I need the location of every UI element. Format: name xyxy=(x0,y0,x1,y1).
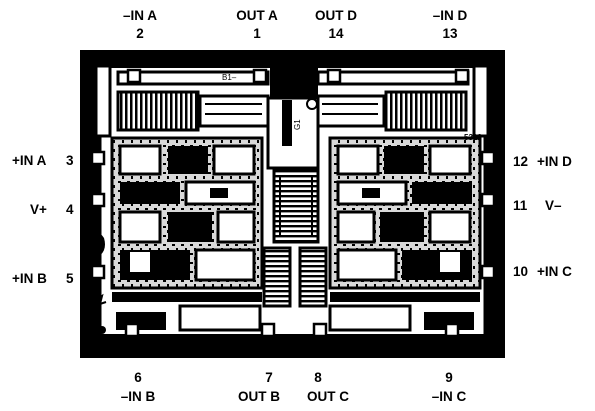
pin-11-name: V– xyxy=(545,198,562,213)
pin-10-name: +IN C xyxy=(537,264,572,279)
pin-11-number: 11 xyxy=(513,198,528,213)
lower-right-output-array xyxy=(298,246,328,308)
pin-14-number: 14 xyxy=(328,26,344,41)
pin-5-number: 5 xyxy=(66,271,74,286)
bond-pad-1 xyxy=(252,68,268,84)
edge-squiggle xyxy=(95,293,107,306)
bond-pad-2 xyxy=(126,68,142,84)
bond-pad-13 xyxy=(454,68,470,84)
pin-7-number: 7 xyxy=(265,370,273,385)
pin-14-name: OUT D xyxy=(315,8,357,23)
lower-left-output-array xyxy=(262,246,292,308)
edge-dot-right xyxy=(485,257,491,263)
pin-6-name: –IN B xyxy=(121,389,156,404)
bond-pad-6 xyxy=(124,322,140,338)
bond-pad-4 xyxy=(90,192,106,208)
bond-pad-14 xyxy=(326,68,342,84)
right-amplifier-cells xyxy=(328,136,482,290)
pin-13-name: –IN D xyxy=(433,8,468,23)
upper-right-transistor-array xyxy=(384,90,468,132)
bond-pad-12 xyxy=(480,150,496,166)
die-mark-5312: 5312 xyxy=(464,133,482,142)
center-output-block xyxy=(272,168,320,244)
bond-pad-10 xyxy=(480,264,496,280)
pin-12-name: +IN D xyxy=(537,154,572,169)
pin-10-number: 10 xyxy=(513,264,528,279)
pin-9-name: –IN C xyxy=(432,389,467,404)
upper-left-transistor-array xyxy=(116,90,200,132)
pin-4-number: 4 xyxy=(66,202,74,217)
die: B1– G1 5312 xyxy=(80,50,505,358)
bond-pad-7 xyxy=(260,322,276,338)
pin-8-name: OUT C xyxy=(307,389,349,404)
pin-1-number: 1 xyxy=(253,26,261,41)
die-mark-b1: B1– xyxy=(222,73,237,82)
pin-labels: –IN A 2 OUT A 1 OUT D 14 –IN D 13 +IN A … xyxy=(12,8,572,404)
pin-3-name: +IN A xyxy=(12,153,47,168)
pin-3-number: 3 xyxy=(66,153,74,168)
edge-dot xyxy=(98,326,106,334)
pin-1-name: OUT A xyxy=(236,8,278,23)
bond-pads xyxy=(90,68,496,338)
pin-2-number: 2 xyxy=(136,26,144,41)
pin-7-name: OUT B xyxy=(238,389,280,404)
bond-pad-8 xyxy=(312,322,328,338)
left-amplifier-cells xyxy=(110,136,264,290)
pin-4-name: V+ xyxy=(30,202,47,217)
die-mark-g1: G1 xyxy=(293,119,302,130)
bond-pad-11 xyxy=(480,192,496,208)
pin-12-number: 12 xyxy=(513,154,528,169)
pin-2-name: –IN A xyxy=(123,8,157,23)
bond-pad-3 xyxy=(90,150,106,166)
bond-pad-9 xyxy=(444,322,460,338)
edge-blot xyxy=(87,232,105,258)
pin-8-number: 8 xyxy=(314,370,322,385)
alignment-mark-icon xyxy=(306,98,318,110)
pin-9-number: 9 xyxy=(445,370,453,385)
pin-13-number: 13 xyxy=(442,26,458,41)
pin-6-number: 6 xyxy=(134,370,142,385)
bond-pad-5 xyxy=(90,264,106,280)
pin-5-name: +IN B xyxy=(12,271,47,286)
